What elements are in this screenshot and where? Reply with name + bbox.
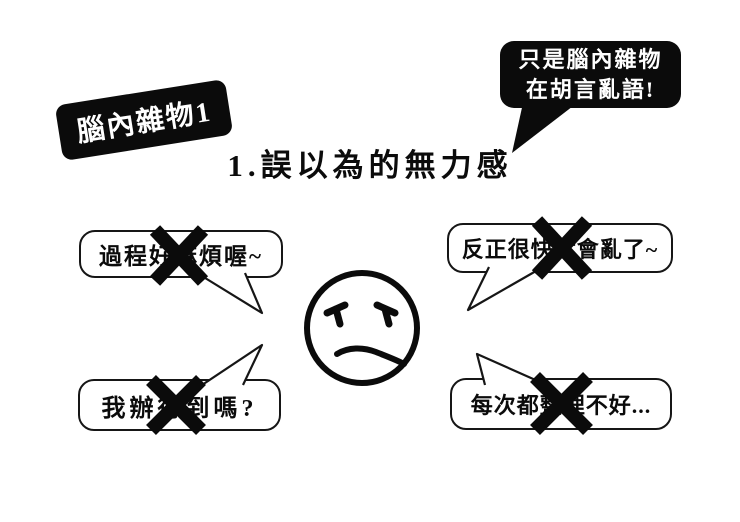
thought-bubble-bottom-left-text: 我辦得到嗎? [101, 395, 258, 422]
thought-bubble-bottom-right: 每次都整理不好... [450, 378, 672, 430]
page-title: 1.誤以為的無力感 [227, 148, 513, 183]
thought-bubble-top-right-tail [466, 266, 544, 312]
thought-bubble-top-left-text: 過程好麻煩喔~ [99, 244, 263, 269]
thought-bubble-top-right: 反正很快就會亂了~ [447, 223, 673, 273]
thought-bubble-top-left-tail [196, 272, 264, 315]
shout-bubble-line1: 只是腦內雜物 [518, 46, 663, 72]
thought-bubble-bottom-left: 我辦得到嗎? [78, 379, 281, 431]
thought-bubble-top-left: 過程好麻煩喔~ [79, 230, 283, 278]
thought-bubble-bottom-right-text: 每次都整理不好... [470, 393, 652, 418]
shout-bubble: 只是腦內雜物 在胡言亂語! [500, 41, 681, 108]
shout-bubble-line2: 在胡言亂語! [525, 76, 656, 102]
thought-bubble-top-right-text: 反正很快就會亂了~ [461, 237, 659, 262]
worried-face-icon [304, 270, 420, 386]
